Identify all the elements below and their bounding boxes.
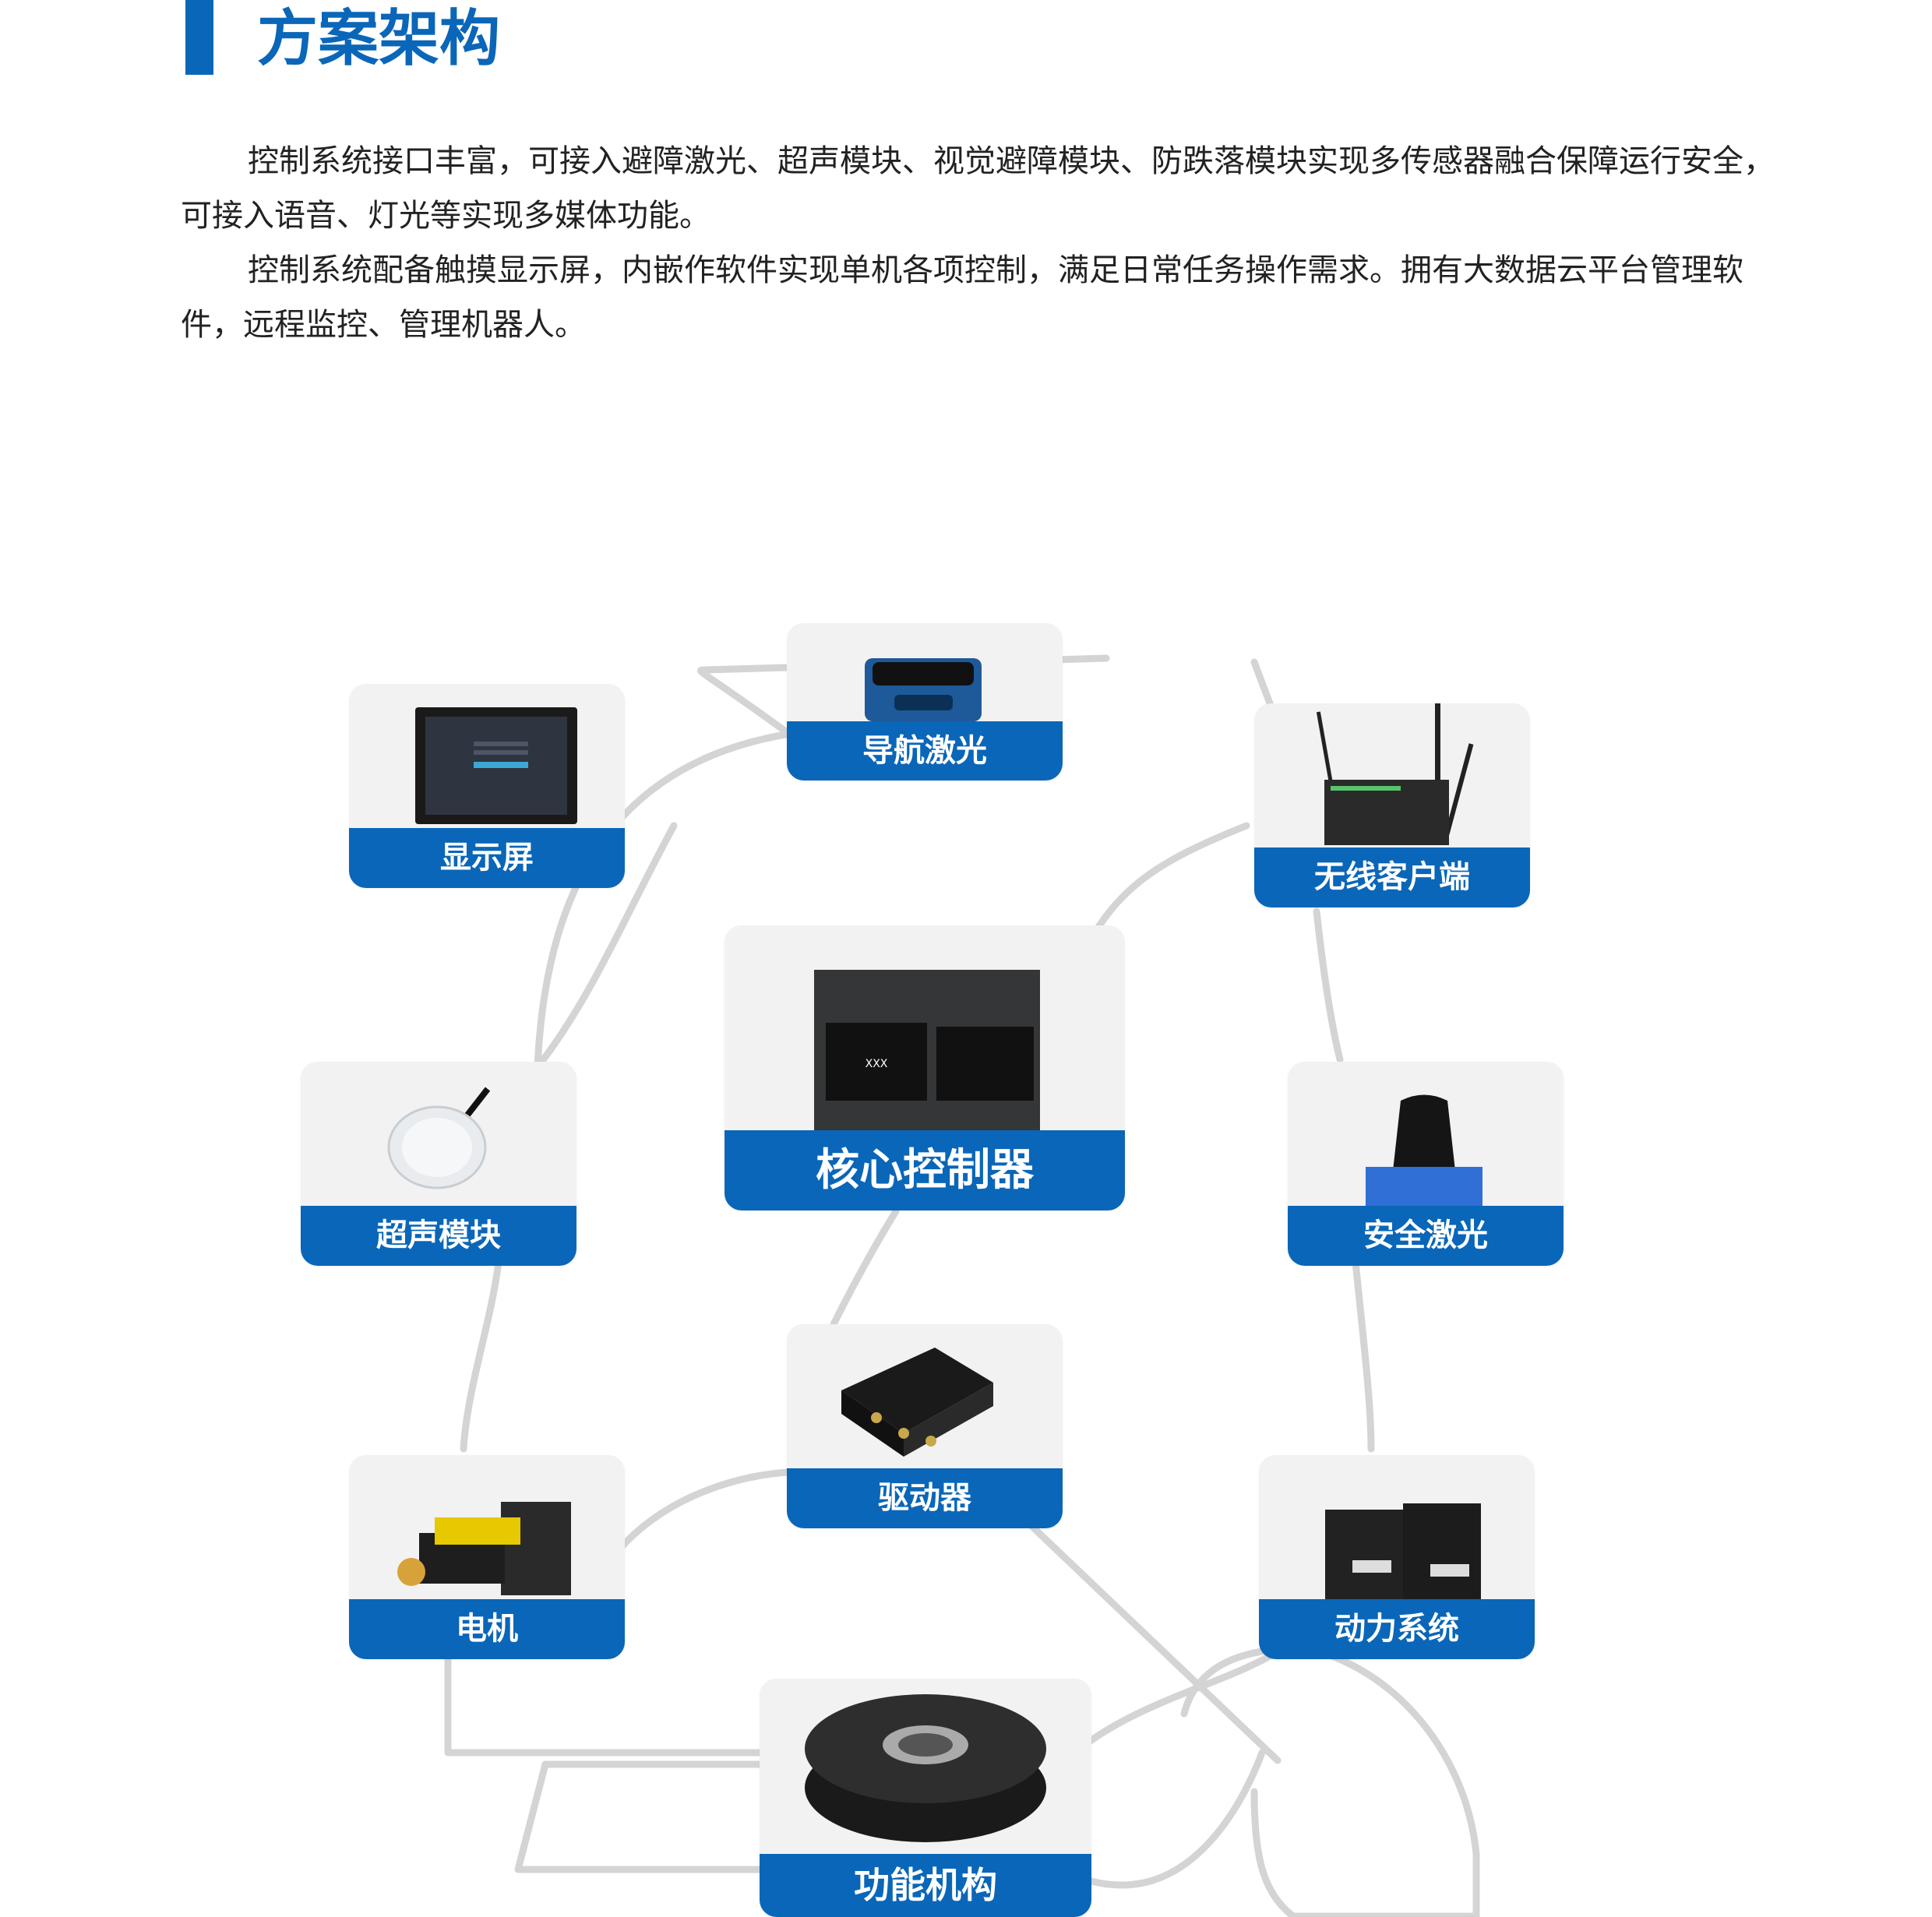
module-card-display[interactable]: 显示屏: [349, 684, 625, 888]
controller-screen-text: XXX: [866, 1058, 888, 1070]
module-label: 动力系统: [1259, 1599, 1535, 1659]
module-label: 功能机构: [760, 1854, 1091, 1917]
intro-paragraph-2: 控制系统配备触摸显示屏，内嵌作软件实现单机各项控制，满足日常任务操作需求。拥有大…: [181, 252, 1743, 343]
motor-driver-icon: [841, 1348, 993, 1457]
module-label: 驱动器: [787, 1468, 1063, 1528]
module-card-ultrasonic[interactable]: 超声模块: [301, 1062, 576, 1266]
title-accent-bar: [185, 0, 213, 75]
touchscreen-icon: [415, 707, 577, 824]
core-controller-card[interactable]: XXX 核心控制器: [724, 925, 1125, 1210]
controller-icon: XXX: [814, 970, 1040, 1130]
module-label: 安全激光: [1288, 1206, 1564, 1266]
router-icon: [1316, 703, 1474, 845]
lidar-icon: [865, 658, 982, 721]
core-controller-label: 核心控制器: [724, 1130, 1125, 1210]
module-card-driver[interactable]: 驱动器: [787, 1324, 1063, 1528]
module-label: 显示屏: [349, 828, 625, 888]
page-title: 方案架构: [257, 4, 501, 74]
module-card-wireless[interactable]: 无线客户端: [1254, 703, 1530, 907]
module-label: 电机: [349, 1599, 625, 1659]
module-label: 无线客户端: [1254, 847, 1530, 907]
brush-icon: [805, 1694, 1046, 1842]
module-label: 导航激光: [787, 721, 1063, 781]
battery-icon: [1325, 1503, 1481, 1599]
intro-paragraph-1: 控制系统接口丰富，可接入避障激光、超声模块、视觉避障模块、防跌落模块实现多传感器…: [181, 143, 1775, 234]
motor-icon: [397, 1502, 571, 1595]
module-card-nav-laser[interactable]: 导航激光: [787, 623, 1063, 781]
ultrasonic-sensor-icon: [387, 1087, 491, 1189]
module-label: 超声模块: [301, 1206, 576, 1266]
module-card-safety-laser[interactable]: 安全激光: [1288, 1062, 1564, 1266]
module-card-function[interactable]: 功能机构: [760, 1679, 1091, 1917]
safety-scanner-icon: [1366, 1094, 1482, 1206]
module-card-power[interactable]: 动力系统: [1259, 1455, 1535, 1659]
module-card-motor[interactable]: 电机: [349, 1455, 625, 1659]
